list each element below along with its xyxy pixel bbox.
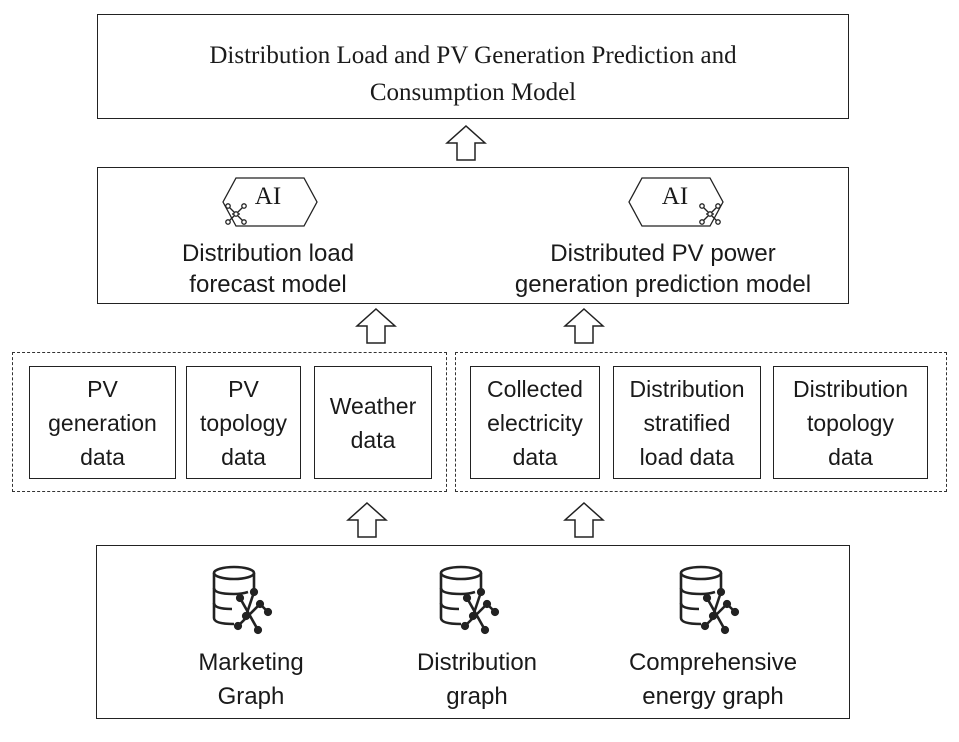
pv-generation-data-label: PV generation data: [48, 375, 157, 470]
collected-electricity-data-label: Collected electricity data: [487, 375, 583, 470]
weather-data-box: Weather data: [314, 366, 432, 479]
network-node-icon: [699, 203, 721, 225]
weather-data-label: Weather data: [329, 392, 417, 453]
pv-data-group: [12, 352, 447, 492]
collected-electricity-data-box: Collected electricity data: [470, 366, 600, 479]
pv-topology-data-label: PV topology data: [200, 375, 287, 470]
up-arrow-icon: [355, 308, 397, 344]
marketing-graph-label: Marketing Graph: [198, 649, 304, 710]
pv-generation-data-box: PV generation data: [29, 366, 176, 479]
distribution-stratified-load-data-label: Distribution stratified load data: [629, 375, 745, 470]
prediction-models-box: AI AI Distribution load forecast model D…: [97, 167, 849, 304]
up-arrow-icon: [346, 502, 388, 538]
ai-label-left: AI: [254, 183, 282, 210]
up-arrow-icon: [563, 502, 605, 538]
up-arrow-icon: [445, 125, 487, 161]
database-graph-icon: [212, 565, 273, 635]
ai-hexagon-icon: [628, 177, 724, 227]
model-title-line2: Consumption Model: [369, 79, 577, 106]
ai-label-right: AI: [661, 183, 689, 210]
prediction-consumption-model-box: Distribution Load and PV Generation Pred…: [97, 14, 849, 119]
pv-topology-data-box: PV topology data: [186, 366, 301, 479]
model-title-line1: Distribution Load and PV Generation Pred…: [209, 42, 737, 69]
distribution-topology-data-label: Distribution topology data: [792, 375, 909, 470]
ai-hexagon-icon: [222, 177, 318, 227]
distribution-graph-label: Distribution graph: [416, 649, 538, 710]
model-title: Distribution Load and PV Generation Pred…: [98, 37, 848, 111]
comprehensive-energy-graph-label: Comprehensive energy graph: [628, 649, 798, 710]
network-node-icon: [225, 203, 247, 225]
load-forecast-model-label: Distribution load forecast model: [138, 238, 398, 300]
distribution-topology-data-box: Distribution topology data: [773, 366, 928, 479]
database-graph-icon: [439, 565, 500, 635]
load-forecast-model-line1: Distribution load: [181, 240, 355, 267]
pv-prediction-model-line1: Distributed PV power: [550, 240, 776, 267]
pv-prediction-model-line2: generation prediction model: [514, 271, 812, 298]
pv-prediction-model-label: Distributed PV power generation predicti…: [490, 238, 836, 300]
distribution-stratified-load-data-box: Distribution stratified load data: [613, 366, 761, 479]
knowledge-graphs-box: Marketing Graph Distribution graph Compr…: [96, 545, 850, 719]
database-graph-icon: [679, 565, 740, 635]
load-forecast-model-line2: forecast model: [189, 271, 347, 298]
distribution-data-group: [455, 352, 947, 492]
up-arrow-icon: [563, 308, 605, 344]
